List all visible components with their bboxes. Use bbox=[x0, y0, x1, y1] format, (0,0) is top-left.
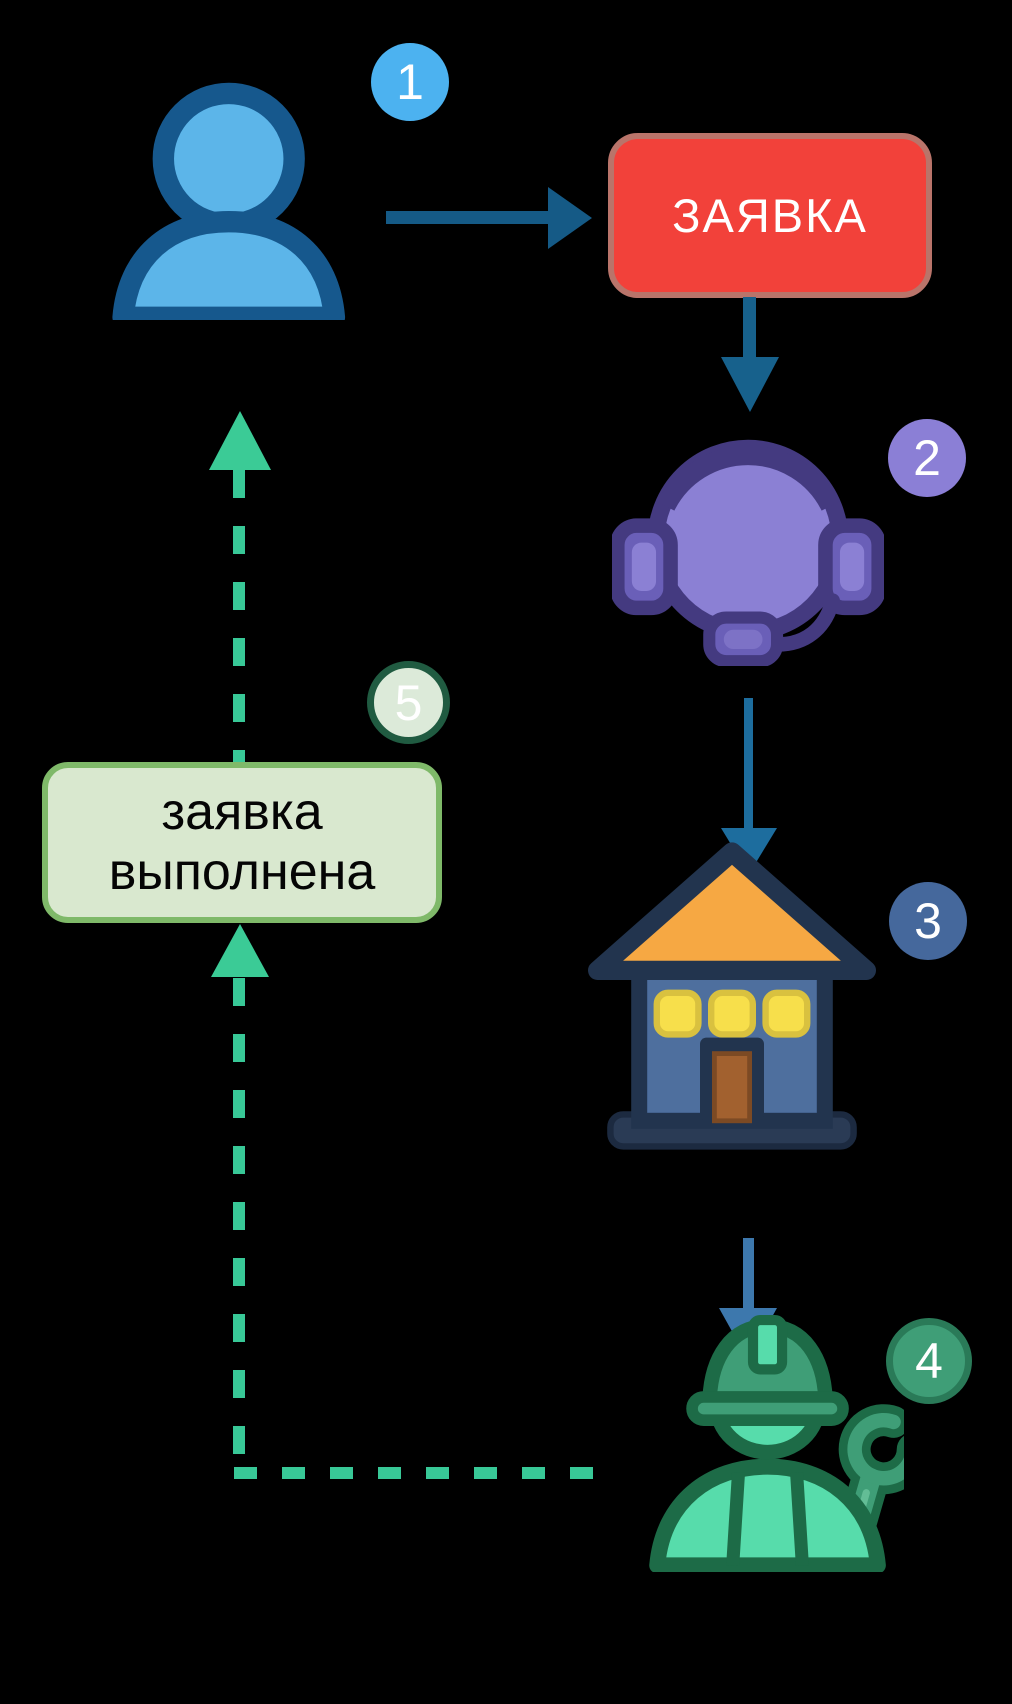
step-5-badge: 5 bbox=[367, 661, 450, 744]
house-icon bbox=[588, 842, 877, 1150]
user-icon bbox=[112, 82, 346, 320]
request-box-label: ЗАЯВКА bbox=[672, 189, 868, 242]
headset-icon bbox=[612, 439, 884, 666]
dashed-arrowhead-to-done-box bbox=[211, 924, 269, 977]
request-box: ЗАЯВКА bbox=[608, 133, 932, 298]
worker-wrench-icon bbox=[649, 1314, 904, 1572]
done-box-label: заявка выполнена bbox=[108, 782, 376, 901]
step-3-badge: 3 bbox=[889, 882, 967, 960]
dashed-return-horizontal bbox=[234, 1467, 612, 1479]
arrow-request-to-dispatcher-shaft bbox=[743, 297, 756, 357]
step-1-badge: 1 bbox=[371, 43, 449, 121]
arrow-building-to-worker-shaft bbox=[743, 1238, 754, 1308]
dashed-arrowhead-to-user bbox=[209, 411, 271, 470]
arrow-request-to-dispatcher-head bbox=[721, 357, 779, 412]
step-2-badge: 2 bbox=[888, 419, 966, 497]
arrow-user-to-request-shaft bbox=[386, 211, 548, 224]
arrow-user-to-request-head bbox=[548, 187, 592, 249]
dashed-return-vertical-upper bbox=[233, 470, 245, 762]
done-box: заявка выполнена bbox=[42, 762, 442, 923]
step-4-badge: 4 bbox=[886, 1318, 972, 1404]
arrow-dispatcher-to-building-shaft bbox=[744, 698, 753, 828]
dashed-return-vertical-lower bbox=[233, 978, 245, 1455]
